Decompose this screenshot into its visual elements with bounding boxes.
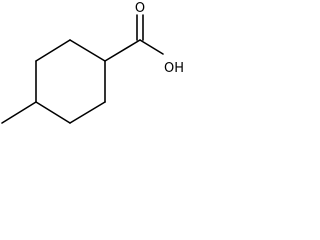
hydroxyl-bond (139, 39, 164, 55)
methyl-bond (1, 101, 37, 124)
chemical-structure-diagram: O OH (1, 1, 184, 124)
carbonyl-oxygen-label: O (135, 1, 145, 16)
ring-bond-3 (69, 101, 106, 124)
cyclohexane-ring (35, 39, 106, 124)
carboxylic-acid-group: O OH (104, 1, 184, 76)
ring-bond-1 (69, 39, 106, 62)
ring-to-carboxyl-bond (104, 39, 141, 62)
ring-bond-4 (35, 101, 71, 124)
hydroxyl-label: OH (164, 61, 184, 76)
ring-bond-6 (35, 39, 71, 62)
